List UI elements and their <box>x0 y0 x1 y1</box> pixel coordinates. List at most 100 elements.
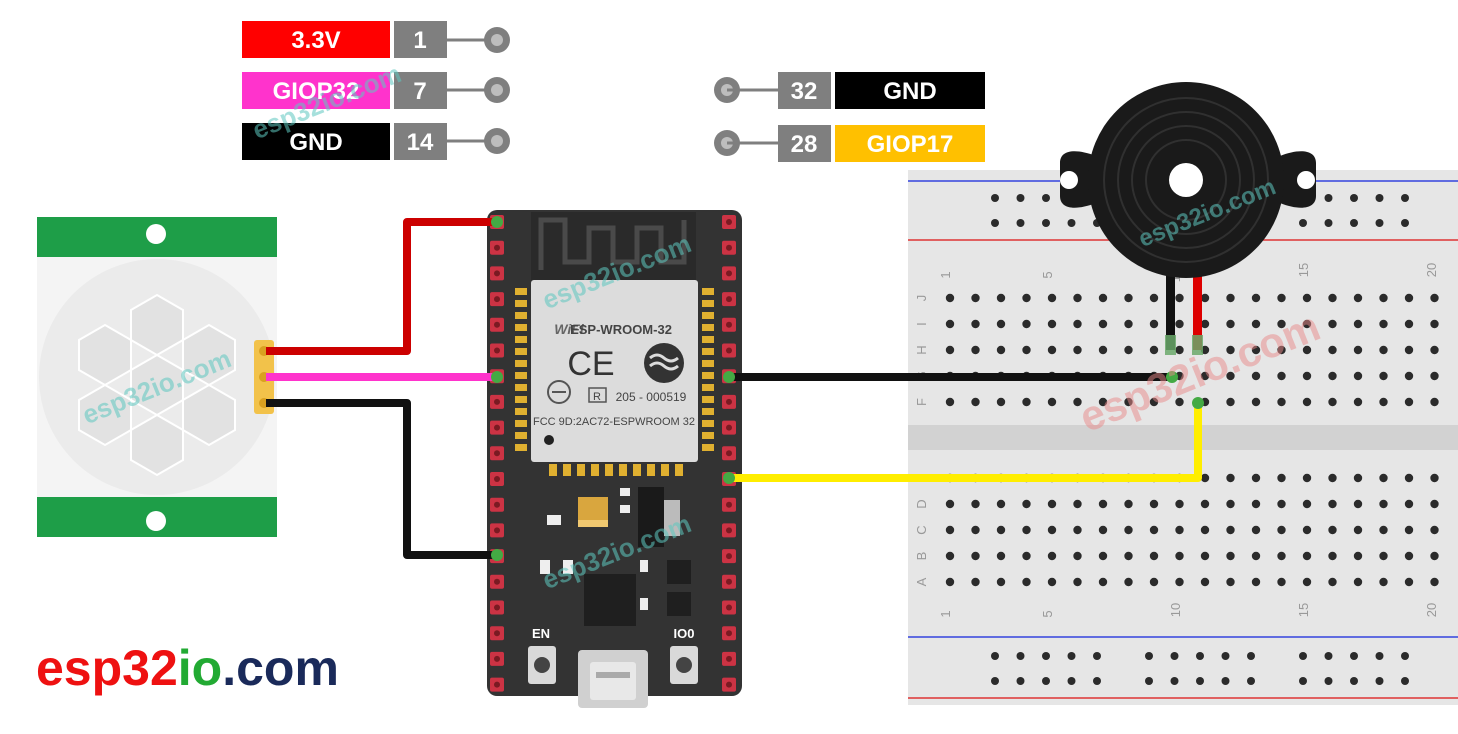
rail-hole <box>1401 194 1409 202</box>
breadboard-hole <box>1022 525 1031 535</box>
breadboard-hole <box>1277 397 1286 407</box>
breadboard-hole <box>1073 551 1082 561</box>
buzzer-sound-hole <box>1169 163 1203 197</box>
wire-giop17-yellow <box>729 403 1202 482</box>
row-letter: J <box>914 295 929 302</box>
castellated-pad <box>702 324 714 331</box>
breadboard-hole <box>1277 371 1286 381</box>
rail-hole <box>1299 652 1307 660</box>
breadboard-hole <box>945 319 955 329</box>
rail-hole <box>1324 194 1333 202</box>
breadboard-hole <box>1149 397 1159 407</box>
header-pin-hole <box>726 681 732 688</box>
breadboard-hole <box>1226 551 1235 561</box>
esp32-left-pin-table: 3.3V 1 GIOP32 7 GND 14 <box>242 21 510 160</box>
breadboard-hole <box>1124 551 1133 561</box>
breadboard-hole <box>1379 345 1388 355</box>
header-pin-hole <box>726 296 732 303</box>
voltage-regulator <box>638 487 664 547</box>
pin-number: 1 <box>413 27 426 54</box>
breadboard-hole <box>1124 319 1133 329</box>
column-number: 5 <box>1040 271 1055 278</box>
breadboard-hole <box>1404 525 1414 535</box>
breadboard-hole <box>1226 293 1235 303</box>
breadboard-hole <box>1302 551 1312 561</box>
header-pin-hole <box>494 604 500 611</box>
smd-component <box>620 505 630 513</box>
breadboard-hole <box>1353 525 1363 535</box>
column-number: 1 <box>938 271 953 278</box>
rail-hole <box>1093 652 1101 660</box>
breadboard-hole <box>1022 319 1031 329</box>
rail-hole <box>1221 652 1230 660</box>
io0-button[interactable] <box>670 646 698 684</box>
breadboard-hole <box>971 345 980 355</box>
rail-hole <box>1042 677 1050 685</box>
signal-label-bg <box>835 125 985 162</box>
castellated-pad <box>702 420 714 427</box>
breadboard-hole <box>1200 499 1210 509</box>
breadboard-hole <box>1353 319 1363 329</box>
pin-dot-inner <box>491 84 503 96</box>
breadboard-hole <box>1073 525 1082 535</box>
rail-hole <box>1196 677 1204 685</box>
wire-3v3-red <box>266 218 497 355</box>
breadboard-hole <box>945 397 955 407</box>
esp32-right-pin-table: 32 GND 28 GIOP17 <box>714 72 985 162</box>
row-letter: F <box>914 398 929 406</box>
breadboard-hole <box>1404 551 1414 561</box>
breadboard-hole <box>996 293 1006 303</box>
breadboard-hole <box>1302 525 1312 535</box>
rail-hole <box>991 194 999 202</box>
breadboard-hole <box>1047 397 1057 407</box>
wroom-module-shield <box>531 280 698 462</box>
breadboard-hole <box>1404 499 1414 509</box>
breadboard-hole <box>1124 499 1133 509</box>
castellated-pad <box>515 300 527 307</box>
io0-button-label: IO0 <box>674 626 695 641</box>
breadboard-hole <box>1226 397 1235 407</box>
breadboard-hole <box>1073 345 1082 355</box>
en-button[interactable] <box>528 646 556 684</box>
breadboard-hole <box>1098 577 1108 587</box>
pin-dot-inner <box>491 34 503 46</box>
wire-endpoint <box>491 549 503 561</box>
castellated-pad <box>702 396 714 403</box>
breadboard-hole <box>1098 319 1108 329</box>
cert-number: 205 - 000519 <box>616 390 687 404</box>
cert-r: R <box>593 391 601 403</box>
breadboard-hole <box>1200 577 1210 587</box>
wire-endpoint <box>1192 397 1204 409</box>
castellated-pad <box>702 288 714 295</box>
breadboard-hole <box>1430 473 1439 483</box>
breadboard-hole <box>1379 499 1388 509</box>
breadboard-hole <box>1302 397 1312 407</box>
pin-number-bg <box>394 21 447 58</box>
pin-row-3v3: 3.3V 1 <box>242 21 510 58</box>
header-pin-hole <box>726 398 732 405</box>
wire-endpoints <box>491 216 1204 561</box>
buzzer-ring <box>1131 125 1241 235</box>
breadboard-hole <box>1251 319 1261 329</box>
header-pin-hole <box>494 476 500 482</box>
rail-hole <box>1145 652 1153 660</box>
usb-tongue <box>596 672 630 678</box>
fresnel-cell <box>130 413 184 477</box>
column-number: 15 <box>1296 603 1311 617</box>
header-pin-hole <box>494 655 500 662</box>
breadboard-hole <box>1302 473 1312 483</box>
breadboard-hole <box>1226 473 1235 483</box>
rail-hole <box>1375 219 1384 227</box>
breadboard-hole <box>1328 319 1337 329</box>
breadboard-hole <box>1353 551 1363 561</box>
breadboard-hole <box>1277 473 1286 483</box>
smd-component <box>620 488 630 496</box>
breadboard-hole <box>1251 525 1261 535</box>
breadboard-hole <box>1251 499 1261 509</box>
breadboard-hole <box>1302 371 1312 381</box>
breadboard-hole <box>1251 397 1261 407</box>
breadboard-hole <box>1149 551 1159 561</box>
pin-number: 7 <box>413 78 426 105</box>
transistor <box>667 592 691 616</box>
breadboard-hole <box>1328 293 1337 303</box>
